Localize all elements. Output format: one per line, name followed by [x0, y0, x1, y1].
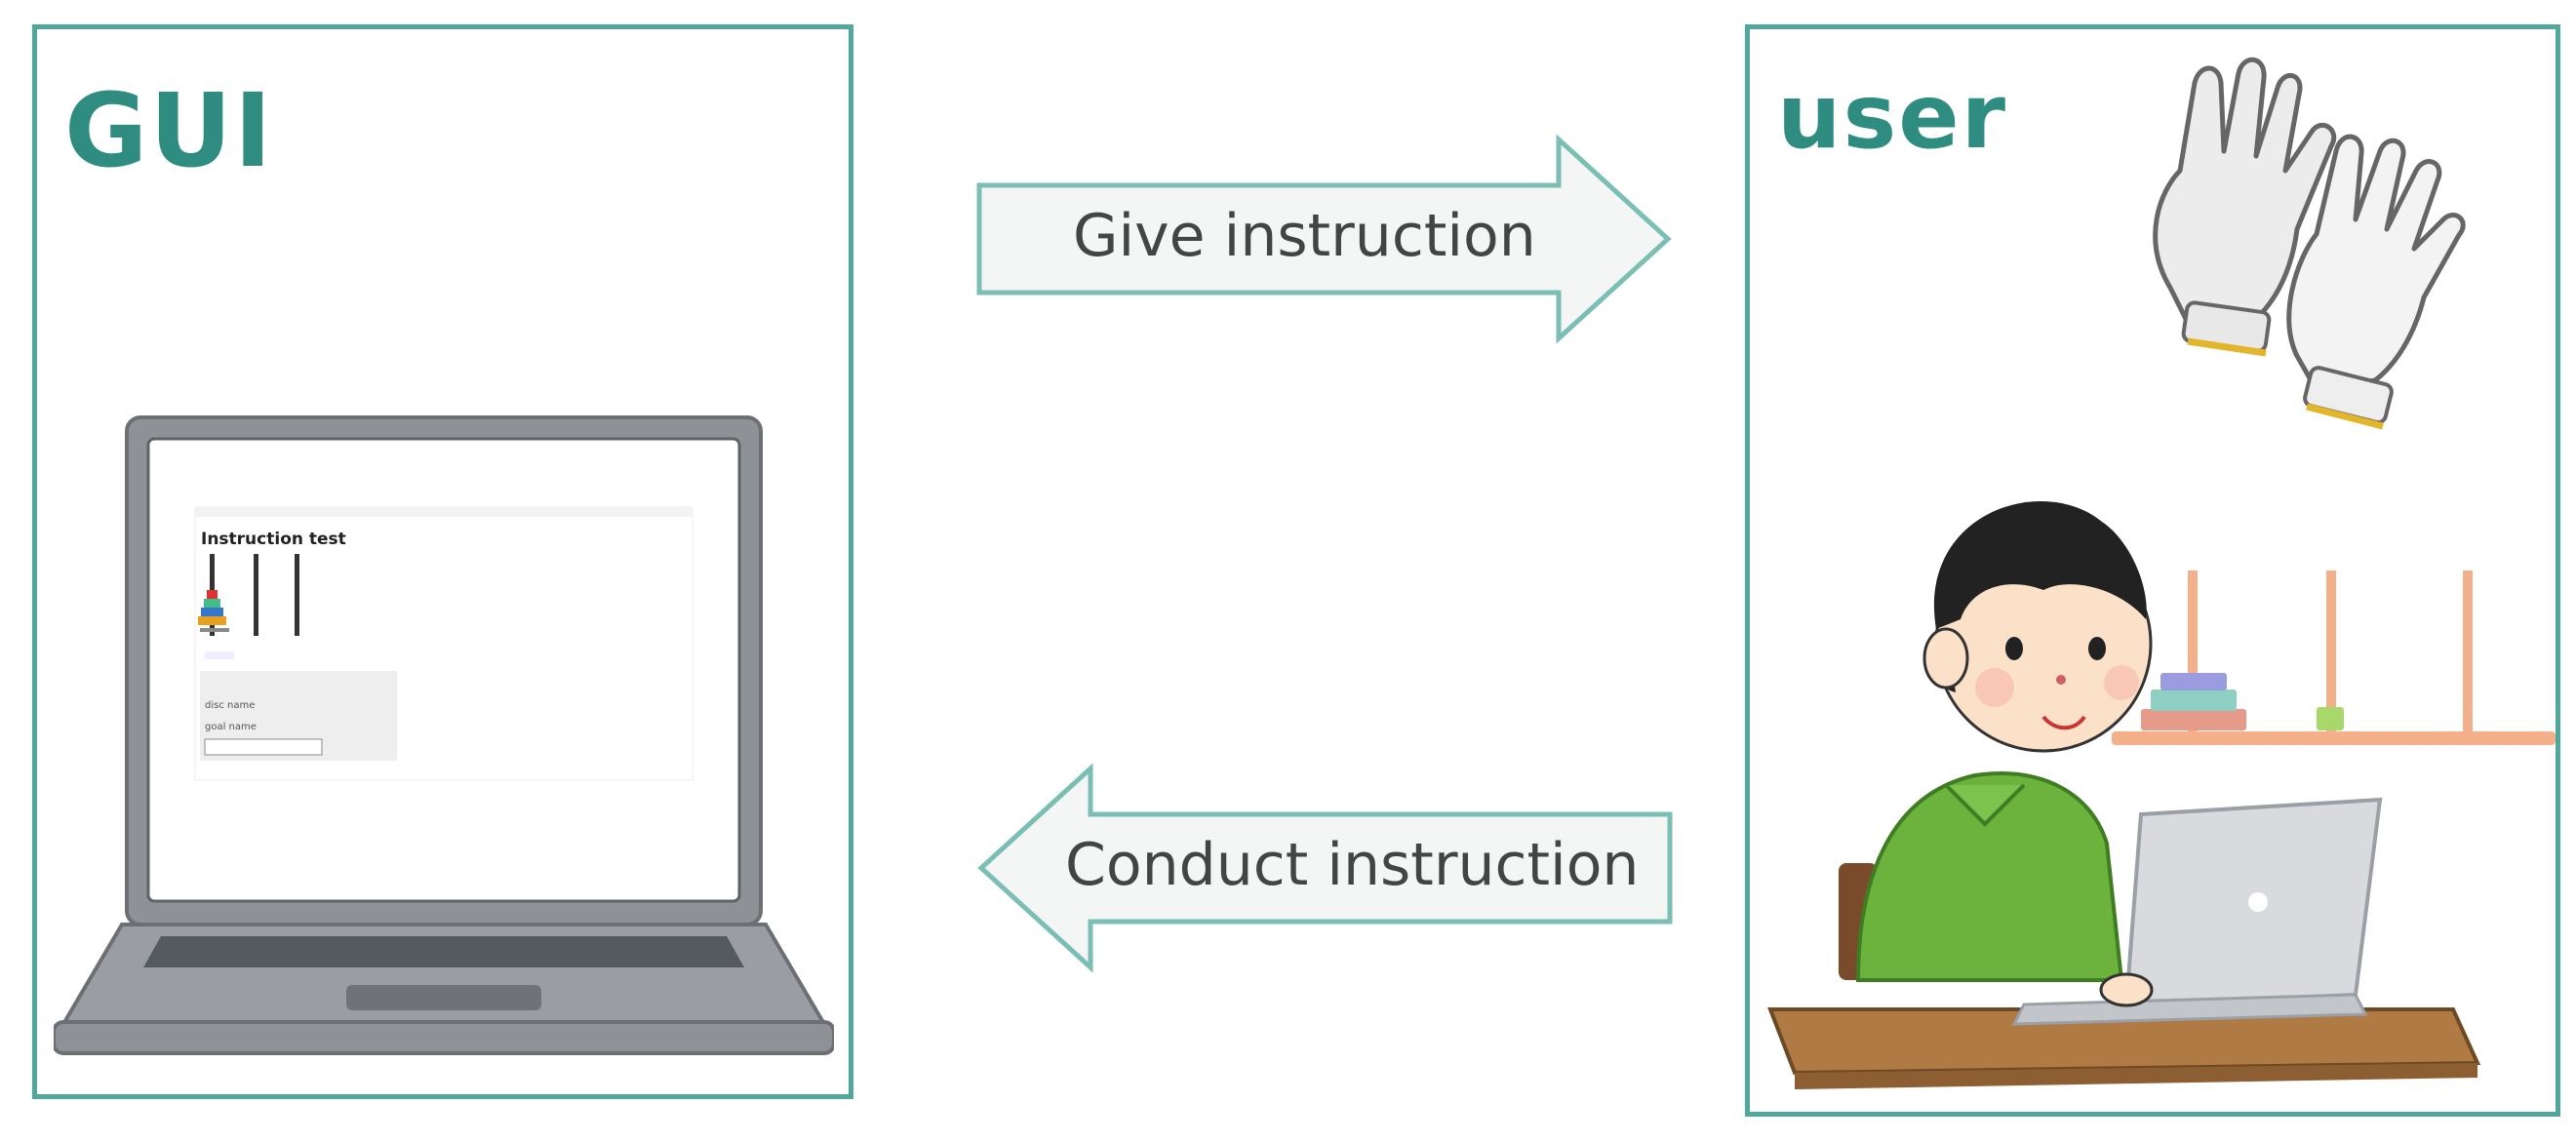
screen-heading: Instruction test [201, 530, 346, 549]
user-illustration [1767, 57, 2556, 1089]
screen-field-goal-label: goal name [205, 722, 257, 732]
hanoi-tower-icon [2112, 571, 2556, 745]
user-title: user [1777, 64, 2008, 169]
conduct-instruction-label: Conduct instruction [1065, 831, 1640, 899]
screen-field-disc-label: disc name [205, 700, 256, 711]
desk-laptop-icon [1767, 797, 2481, 1089]
gloves-icon [2153, 57, 2466, 430]
conduct-instruction-arrow [977, 763, 1673, 973]
laptop-illustration [54, 415, 834, 1055]
give-instruction-arrow [976, 134, 1672, 344]
gui-title: GUI [64, 71, 274, 190]
give-instruction-label: Give instruction [1073, 202, 1536, 270]
person-icon [1839, 500, 2153, 982]
laptop-icon [54, 415, 834, 1055]
